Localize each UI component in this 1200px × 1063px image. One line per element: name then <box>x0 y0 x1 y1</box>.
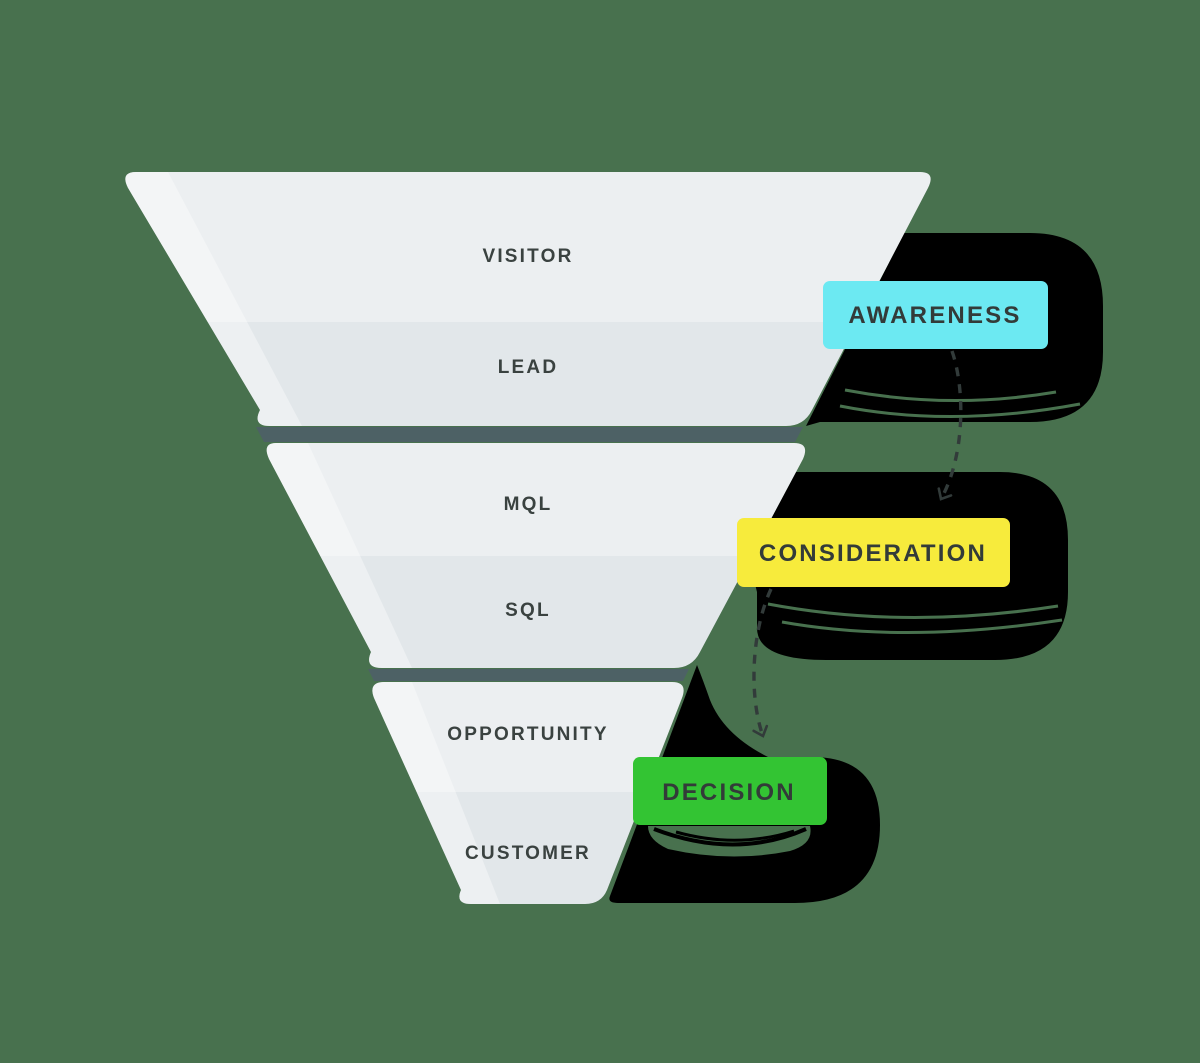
stage-label-lead: LEAD <box>498 357 559 378</box>
badge-consideration: CONSIDERATION <box>737 518 1010 587</box>
tier1-edge-highlight <box>125 172 302 426</box>
tier1-band-lead <box>125 322 931 426</box>
badge-awareness: AWARENESS <box>823 281 1048 349</box>
badge-awareness-label: AWARENESS <box>848 302 1021 329</box>
funnel-tier-1 <box>125 172 931 426</box>
funnel-separator-1 <box>256 427 803 442</box>
stage-label-customer: CUSTOMER <box>465 843 591 864</box>
stage-labels: VISITOR LEAD MQL SQL OPPORTUNITY CUSTOME… <box>447 246 608 864</box>
stage-label-mql: MQL <box>504 494 553 515</box>
shadow-ring-consideration-2 <box>781 618 1063 635</box>
tier3-edge-highlight <box>372 682 500 904</box>
badge-decision: DECISION <box>633 757 827 825</box>
badge-consideration-box <box>737 518 1010 587</box>
shadow-ring-consideration-1 <box>767 602 1059 619</box>
badge-decision-label: DECISION <box>662 779 796 806</box>
shadow-ring-awareness-1 <box>844 388 1057 403</box>
dashed-connector-awareness-to-consideration <box>937 350 963 501</box>
shadow-ring-awareness-2 <box>839 402 1081 418</box>
tier1-band-visitor <box>125 172 931 322</box>
badge-consideration-label: CONSIDERATION <box>759 540 987 567</box>
badge-decision-box <box>633 757 827 825</box>
stage-label-visitor: VISITOR <box>482 246 573 267</box>
stage-label-sql: SQL <box>505 600 551 621</box>
tier2-edge-highlight <box>266 443 412 668</box>
tier2-band-mql <box>266 443 806 556</box>
funnel-separator-2 <box>368 669 689 681</box>
tier3-band-opportunity <box>372 682 684 792</box>
stage-label-opportunity: OPPORTUNITY <box>447 724 608 745</box>
badge-awareness-box <box>823 281 1048 349</box>
connector-layer <box>752 350 963 738</box>
shadow-ring-decision-1 <box>653 827 807 847</box>
shadow-ring-decision-2 <box>675 829 795 842</box>
